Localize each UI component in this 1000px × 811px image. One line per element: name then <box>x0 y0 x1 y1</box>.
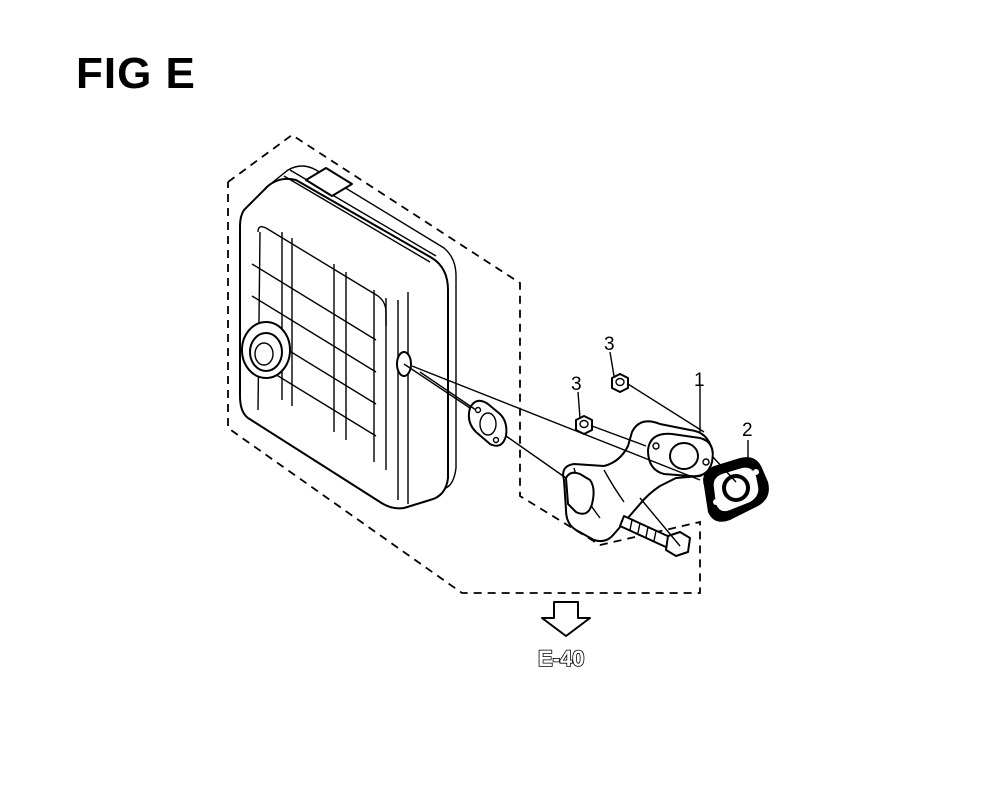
callout-part-1: 1 <box>694 370 705 391</box>
assembly-boundary <box>227 133 701 594</box>
nut-lower <box>575 415 593 435</box>
alignment-lines <box>403 363 737 547</box>
nut-upper <box>611 373 629 393</box>
bolt <box>619 515 691 557</box>
gasket <box>703 457 769 522</box>
callout-part-3-upper: 3 <box>604 334 615 355</box>
figure-title: FIG E <box>76 49 196 98</box>
callout-leaders <box>577 351 749 464</box>
muffler <box>239 165 457 510</box>
reference-arrow-icon <box>541 601 591 637</box>
muffler-gasket <box>467 399 508 447</box>
callout-part-2: 2 <box>742 420 753 441</box>
callout-part-3-lower: 3 <box>571 374 582 395</box>
reference-label[interactable]: E-40 <box>537 645 585 672</box>
